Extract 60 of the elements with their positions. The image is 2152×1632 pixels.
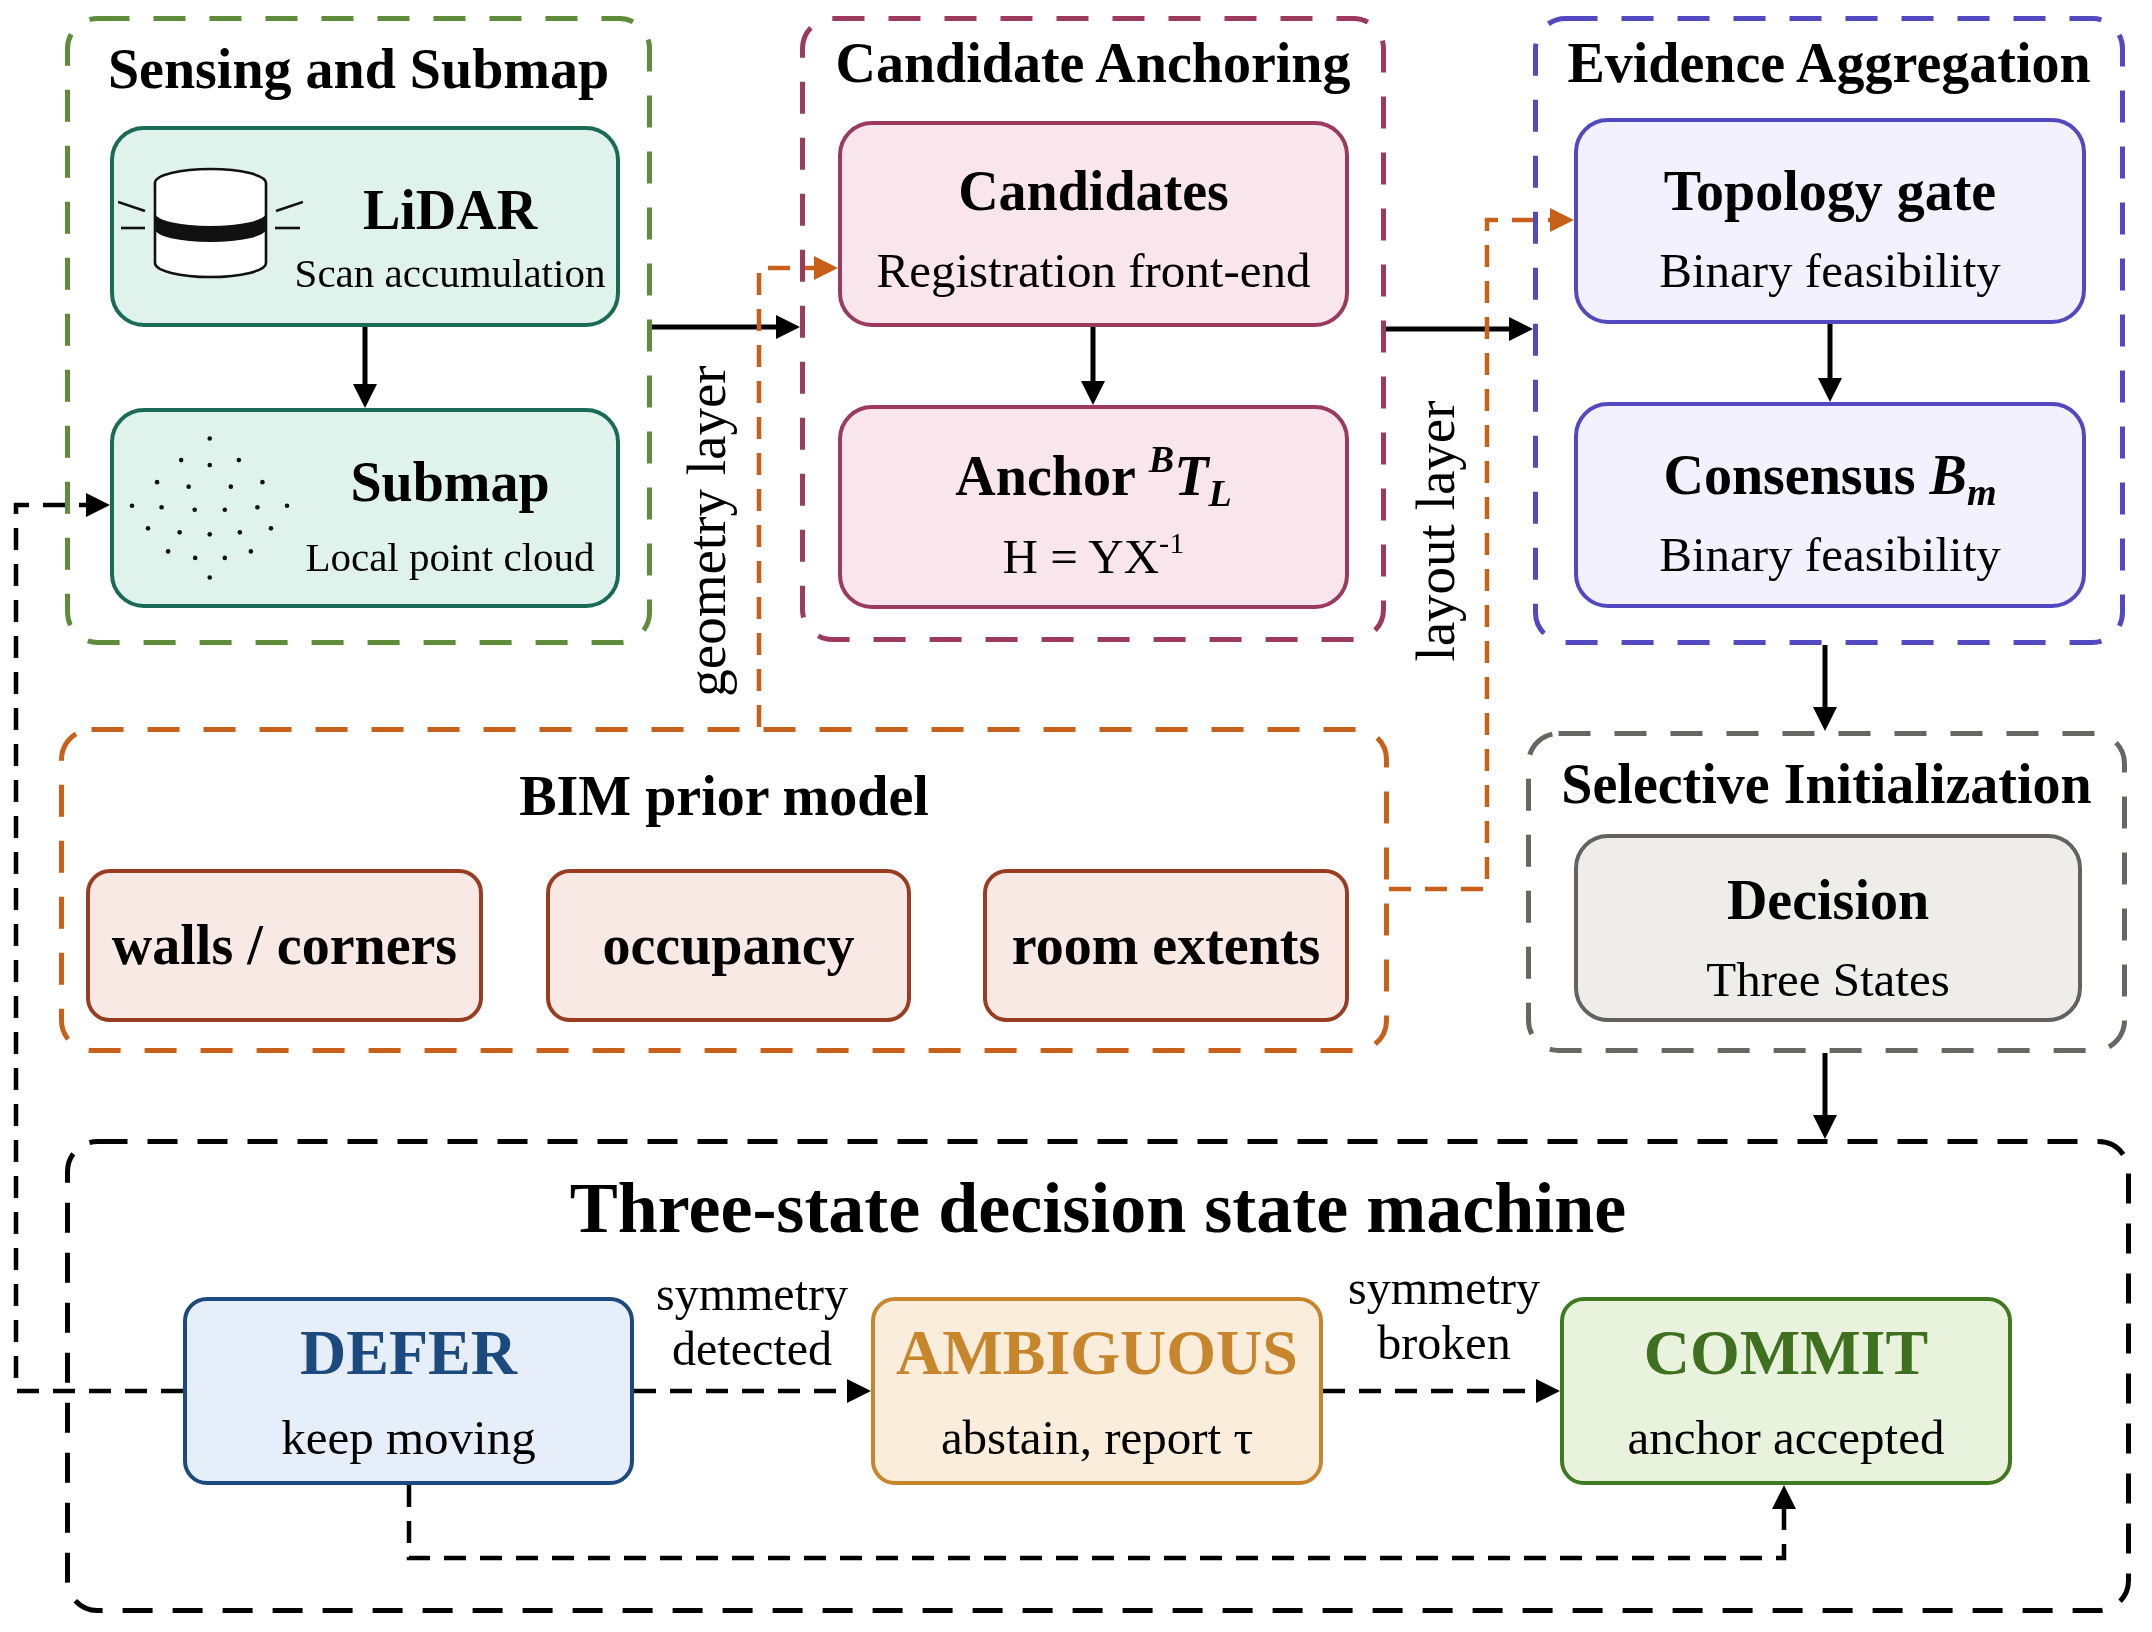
node-description: Local point cloud — [305, 533, 595, 581]
component-box — [983, 869, 1349, 1022]
process-box — [1574, 118, 2086, 324]
node-title: Anchor $^{B}$T$_{L}$ — [955, 444, 1232, 509]
arrow — [652, 315, 800, 339]
dashed-group — [59, 727, 1389, 1053]
group-title: Candidate Anchoring — [835, 30, 1351, 96]
process-box — [1574, 834, 2082, 1022]
state-name: COMMIT — [1643, 1316, 1929, 1390]
state-box — [1560, 1297, 2012, 1485]
node-description: Three States — [1706, 952, 1950, 1009]
arrow — [1386, 317, 1533, 341]
node-description: Registration front-end — [876, 243, 1311, 300]
arrow — [353, 327, 377, 408]
dashed-group — [800, 16, 1386, 642]
group-title: BIM prior model — [519, 763, 929, 829]
dashed-arrow — [634, 1379, 871, 1403]
group-title: Selective Initialization — [1561, 751, 2092, 817]
node-description: anchor accepted — [1627, 1409, 1945, 1466]
dashed-arrow — [1389, 208, 1574, 892]
process-box — [838, 121, 1349, 327]
node-description: abstain, report τ — [940, 1409, 1254, 1466]
arrow — [1081, 327, 1105, 405]
node-title: walls / corners — [111, 913, 458, 978]
node-title: Topology gate — [1663, 158, 1997, 223]
node-title: LiDAR — [362, 178, 538, 243]
state-box — [871, 1297, 1323, 1485]
sensor-box — [110, 408, 620, 608]
node-description: Binary feasibility — [1659, 243, 2001, 300]
node-title: Candidates — [958, 158, 1229, 223]
node-description: keep moving — [281, 1409, 536, 1466]
state-box — [183, 1297, 634, 1485]
dashed-group — [1526, 731, 2127, 1053]
process-box — [838, 405, 1349, 609]
dashed-arrow — [13, 493, 183, 1394]
node-title: occupancy — [602, 913, 855, 978]
dashed-arrow — [756, 256, 838, 727]
sensor-box — [110, 126, 620, 327]
node-title: Submap — [350, 450, 550, 515]
group-title: Three-state decision state machine — [569, 1166, 1627, 1250]
process-box — [1574, 402, 2086, 608]
group-title: Evidence Aggregation — [1567, 30, 2091, 96]
node-title: Decision — [1726, 867, 1930, 932]
state-name: DEFER — [300, 1316, 517, 1390]
node-description: H = YX$^{-1}$ — [1002, 528, 1185, 585]
arrow — [1813, 1053, 1837, 1139]
dashed-group — [1533, 16, 2125, 645]
component-box — [86, 869, 483, 1022]
state-name: AMBIGUOUS — [896, 1316, 1298, 1390]
node-description: Binary feasibility — [1659, 527, 2001, 584]
group-title: Sensing and Submap — [107, 36, 610, 102]
dashed-arrow — [406, 1485, 1796, 1561]
dashed-group — [65, 16, 652, 645]
node-description: Scan accumulation — [294, 249, 606, 297]
dashed-arrow — [1323, 1379, 1560, 1403]
arrow — [1813, 645, 1837, 731]
node-title: Consensus B$_{m}$ — [1663, 442, 1997, 507]
component-box — [546, 869, 911, 1022]
arrow — [1818, 324, 1842, 402]
node-title: room extents — [1011, 913, 1321, 978]
